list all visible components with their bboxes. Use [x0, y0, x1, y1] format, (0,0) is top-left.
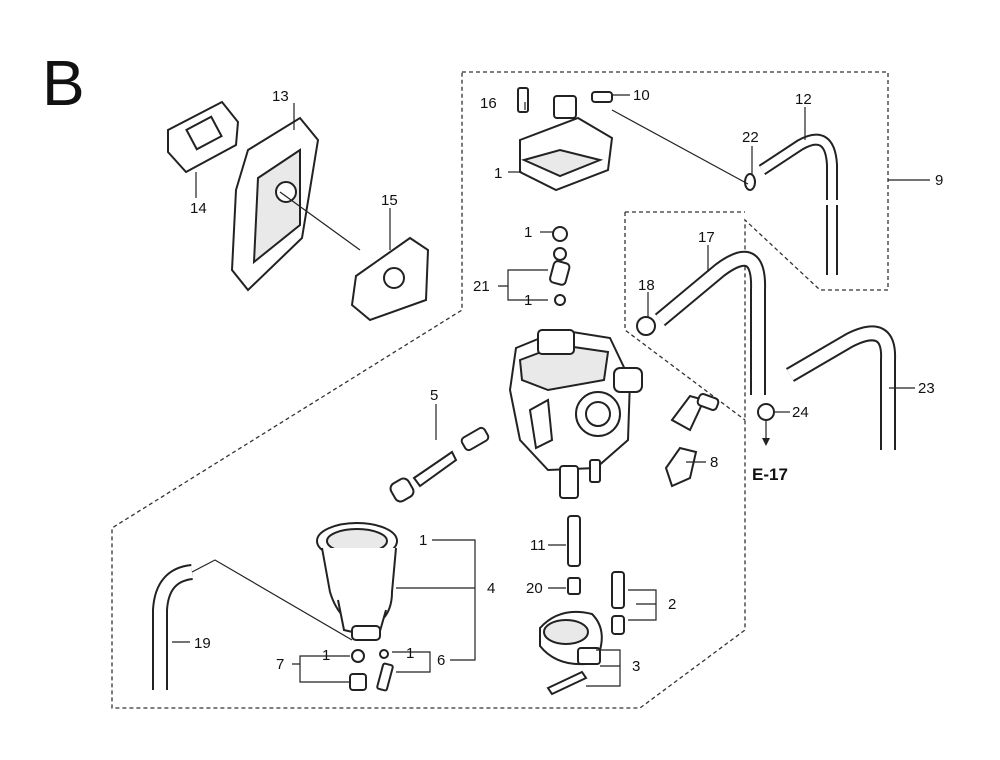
callout-15: 15: [381, 192, 398, 209]
clamp-3: [539, 610, 603, 696]
pilot-screw-2: [611, 571, 625, 609]
callout-24: 24: [792, 404, 809, 421]
callout-20: 20: [526, 580, 543, 597]
clamp-18: [636, 316, 656, 336]
reference-e17: E-17: [752, 465, 788, 484]
callout-1-left: 1: [322, 647, 330, 664]
callout-11: 11: [530, 537, 546, 554]
callout-1-top: 1: [494, 165, 502, 182]
callout-13: 13: [272, 88, 289, 105]
float-chamber-cover: [517, 87, 614, 192]
callout-19: 19: [194, 635, 211, 652]
clip-24: [757, 403, 775, 421]
drain-screw-5: [389, 426, 490, 503]
callout-16: 16: [480, 95, 497, 112]
fuel-tube-group-outline: [624, 211, 746, 421]
callout-2: 2: [668, 596, 676, 613]
screw-6: [376, 662, 394, 692]
section-letter: B: [42, 47, 85, 119]
screw-10: [591, 91, 613, 103]
float-bowl-4: [316, 522, 398, 641]
insulator-assembly: [167, 100, 430, 322]
callout-7: 7: [276, 656, 284, 673]
callout-1-mid: 1: [524, 224, 532, 241]
callout-12: 12: [795, 91, 812, 108]
callout-14: 14: [190, 200, 207, 217]
callout-4: 4: [487, 580, 495, 597]
choke-lever-8: [664, 393, 720, 488]
callout-22: 22: [742, 129, 759, 146]
assembly-group-outline: [111, 71, 889, 709]
callout-23: 23: [918, 380, 935, 397]
main-nozzle-11: [567, 515, 581, 567]
callout-6: 6: [437, 652, 445, 669]
callout-17: 17: [698, 229, 715, 246]
callout-1-right: 1: [406, 645, 414, 662]
callout-8: 8: [710, 454, 718, 471]
callout-18: 18: [638, 277, 655, 294]
screw-16: [517, 87, 529, 113]
carburetor-body: [508, 328, 643, 499]
callout-1-bowl: 1: [419, 532, 427, 549]
main-jet-20: [567, 577, 581, 595]
callout-3: 3: [632, 658, 640, 675]
callout-5: 5: [430, 387, 438, 404]
jet-stack: [549, 226, 571, 306]
callout-1-mid2: 1: [524, 292, 532, 309]
callout-9: 9: [935, 172, 943, 189]
clip-22: [744, 173, 756, 191]
callout-21: 21: [473, 278, 490, 295]
drain-bolt-7: [349, 673, 367, 691]
callout-10: 10: [633, 87, 650, 104]
